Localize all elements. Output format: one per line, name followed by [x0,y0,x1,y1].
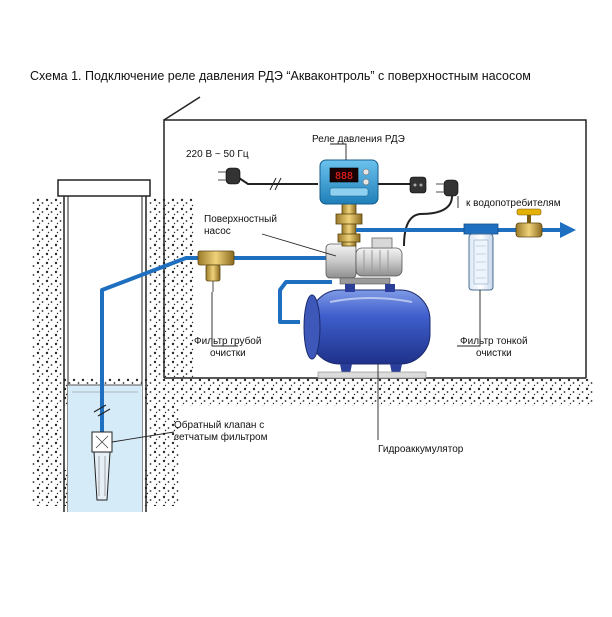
check-valve [91,431,113,501]
coarse-filter [197,250,235,292]
label-check-valve-line1: Обратный клапан с [174,419,264,431]
leader-lines [111,143,481,443]
relay-display-digits: 888 [335,171,353,182]
label-coarse-filter-line1: Фильтр грубой [194,335,261,347]
well-casing [57,179,151,512]
relay-button [362,178,370,186]
label-consumers: к водопотребителям [466,197,561,209]
power-cable [218,167,318,191]
pressure-relay: 888 [319,159,379,205]
power-plug-icon [436,179,459,197]
relay-display [329,167,359,183]
label-pump-line1: Поверхностный [204,214,277,225]
label-pump-line2: насос [204,226,231,237]
label-voltage: 220 В ~ 50 Гц [186,149,249,160]
label-coarse-filter-line2: очистки [210,348,246,359]
pump-power-cable [378,176,459,247]
label-accumulator: Гидроаккумулятор [378,444,464,455]
power-plug-icon [218,167,241,185]
label-check-valve-line2: сетчатым фильтром [174,431,268,443]
surface-pump [325,237,403,285]
flow-arrow-icon [560,222,576,238]
label-fine-filter-line1: Фильтр тонкой [460,336,528,347]
fine-filter [463,223,499,291]
ball-valve-icon [515,208,543,238]
accumulator-tank [303,284,431,379]
relay-button [362,168,370,176]
label-fine-filter-line2: очистки [476,348,512,359]
power-socket-icon [409,176,427,194]
diagram-title: Схема 1. Подключение реле давления РДЭ “… [30,69,531,83]
relay-fitting [335,201,363,247]
accumulator-pipe [278,280,332,324]
suction-pipe [93,256,332,440]
label-relay: Реле давления РДЭ [312,134,405,145]
